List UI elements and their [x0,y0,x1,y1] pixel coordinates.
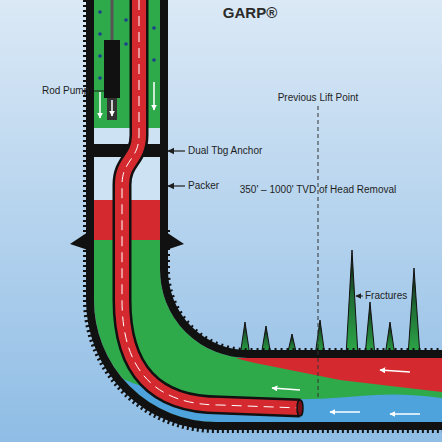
pump-intake [107,98,117,120]
bubble [98,10,102,14]
leader-arrow [356,296,363,297]
gas-zone [236,358,442,392]
fractures [240,250,420,356]
bubble [152,26,156,30]
rod-pump [104,40,120,98]
bubble [98,54,102,58]
bubble [124,18,128,22]
casing-wall [164,0,442,354]
flow-arrow [390,413,420,415]
flow-arrow [330,411,360,413]
leader-line [94,91,104,92]
leader-arrow [168,150,185,151]
formation-edge [86,0,442,430]
casing-wall [90,0,442,426]
callout-label: Packer [188,180,219,192]
bubble [98,32,102,36]
reference-label: Previous Lift Point [278,92,359,104]
flow-arrow [111,100,113,116]
flow-arrow [272,388,300,390]
flow-arrow [380,370,410,372]
flow-arrow [99,92,101,118]
callout-label: Dual Tbg Anchor [188,145,262,157]
fracture [408,268,420,356]
diagram-title: GARP® [223,4,277,21]
fracture [346,250,358,356]
dimension-label: 350' – 1000' TVD of Head Removal [240,184,397,196]
callout-label: Fractures [365,290,407,302]
fracture [365,302,375,356]
callout-label: Rod Pump [42,85,89,97]
lift-point-line [318,106,319,398]
formation-edge [168,230,442,350]
bubble [98,76,102,80]
sucker-rod [111,0,114,40]
leader-arrow [168,185,185,186]
tubing-end [297,400,303,416]
bubble [124,42,128,46]
flow-arrow [153,82,155,110]
bubble [152,58,156,62]
